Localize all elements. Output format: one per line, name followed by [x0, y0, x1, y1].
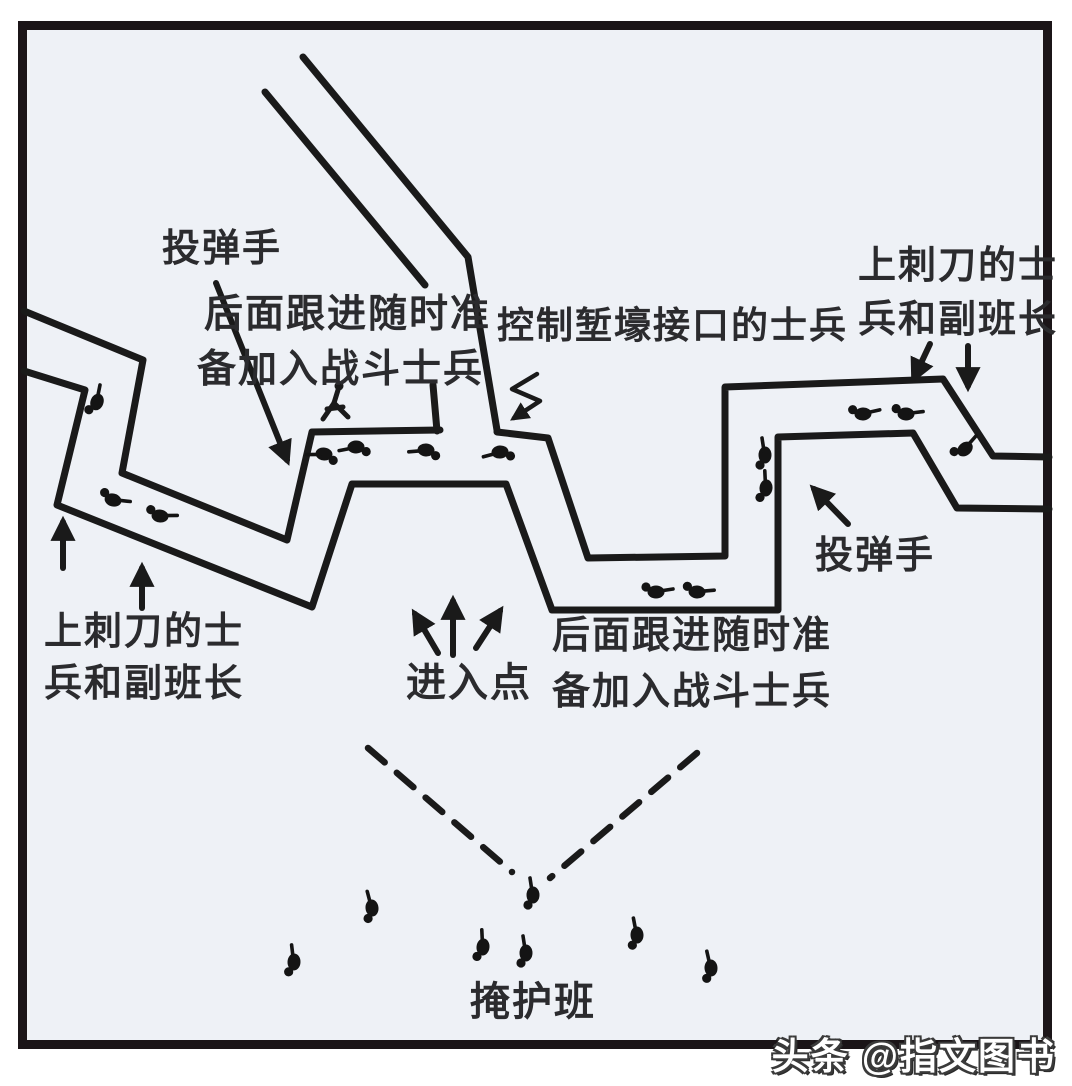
entry-arrow-right — [473, 605, 504, 651]
diagram-frame — [18, 21, 1052, 1049]
soldier-symbol — [514, 934, 535, 970]
label-follow-up-bottom-line2: 备加入战斗士兵 — [552, 671, 833, 713]
soldier-symbol — [753, 468, 777, 505]
label-cover-squad: 掩护班 — [470, 980, 596, 1024]
soldier-symbol — [95, 485, 134, 513]
soldier-symbol — [336, 438, 373, 459]
cover-sector-right — [546, 749, 701, 882]
soldier-symbol — [480, 442, 518, 466]
communication-trench-left-wall-upper — [261, 88, 429, 289]
main-trench-lower-wall — [20, 367, 1053, 614]
soldier-symbol — [889, 402, 926, 423]
label-grenadier-right: 投弹手 — [815, 535, 936, 577]
cover-sector-dashed-lines — [364, 744, 701, 882]
soldier-symbol — [406, 440, 443, 463]
grenadier-right-pointer — [809, 484, 851, 527]
label-bayonet-bottom-left-line2: 兵和副班长 — [44, 663, 245, 705]
soldier-symbol — [282, 942, 303, 979]
soldier-symbol — [945, 428, 985, 466]
label-follow-up-top-line1: 后面跟进随时准 — [204, 293, 492, 336]
soldier-symbol — [845, 401, 883, 424]
person-head — [334, 381, 344, 391]
main-trench-upper-wall-left — [20, 307, 444, 544]
label-bayonet-top-right-line2: 兵和副班长 — [858, 299, 1059, 341]
soldier-symbol — [753, 436, 774, 472]
bayonet-tr-pointer-1 — [910, 341, 934, 384]
annotation-arrows — [50, 280, 981, 658]
label-grenadier-top: 投弹手 — [162, 228, 283, 270]
soldier-symbol — [358, 888, 382, 926]
standing-person-symbol — [320, 381, 351, 422]
main-trench-upper-wall-right — [493, 375, 1053, 562]
communication-trench-right-wall — [299, 53, 501, 434]
cover-squad-soldiers — [282, 876, 721, 986]
grenadier-top-pointer — [213, 280, 292, 466]
label-control-junction: 控制堑壕接口的士兵 — [497, 305, 848, 346]
soldier-symbol — [639, 580, 675, 601]
entry-arrow-left — [411, 608, 441, 656]
soldier-symbol — [470, 927, 494, 964]
soldier-symbol — [142, 502, 180, 527]
label-entry-point: 进入点 — [406, 661, 532, 705]
soldier-symbol — [625, 915, 646, 952]
communication-trench-left-wall-lower — [429, 381, 441, 435]
soldier-symbol — [521, 876, 542, 912]
label-follow-up-bottom-line1: 后面跟进随时准 — [552, 615, 833, 657]
label-follow-up-top-line2: 备加入战斗士兵 — [197, 348, 485, 391]
watermark: 头条 @指文图书 — [771, 1036, 1056, 1077]
control-junction-pointer — [509, 371, 543, 421]
label-bayonet-bottom-left-line1: 上刺刀的士 — [44, 611, 245, 653]
label-bayonet-top-right-line1: 上刺刀的士 — [858, 245, 1059, 287]
cover-sector-left — [364, 744, 516, 876]
trench-walls — [20, 53, 1053, 614]
soldier-symbol — [698, 948, 721, 986]
soldier-symbol — [680, 579, 717, 602]
